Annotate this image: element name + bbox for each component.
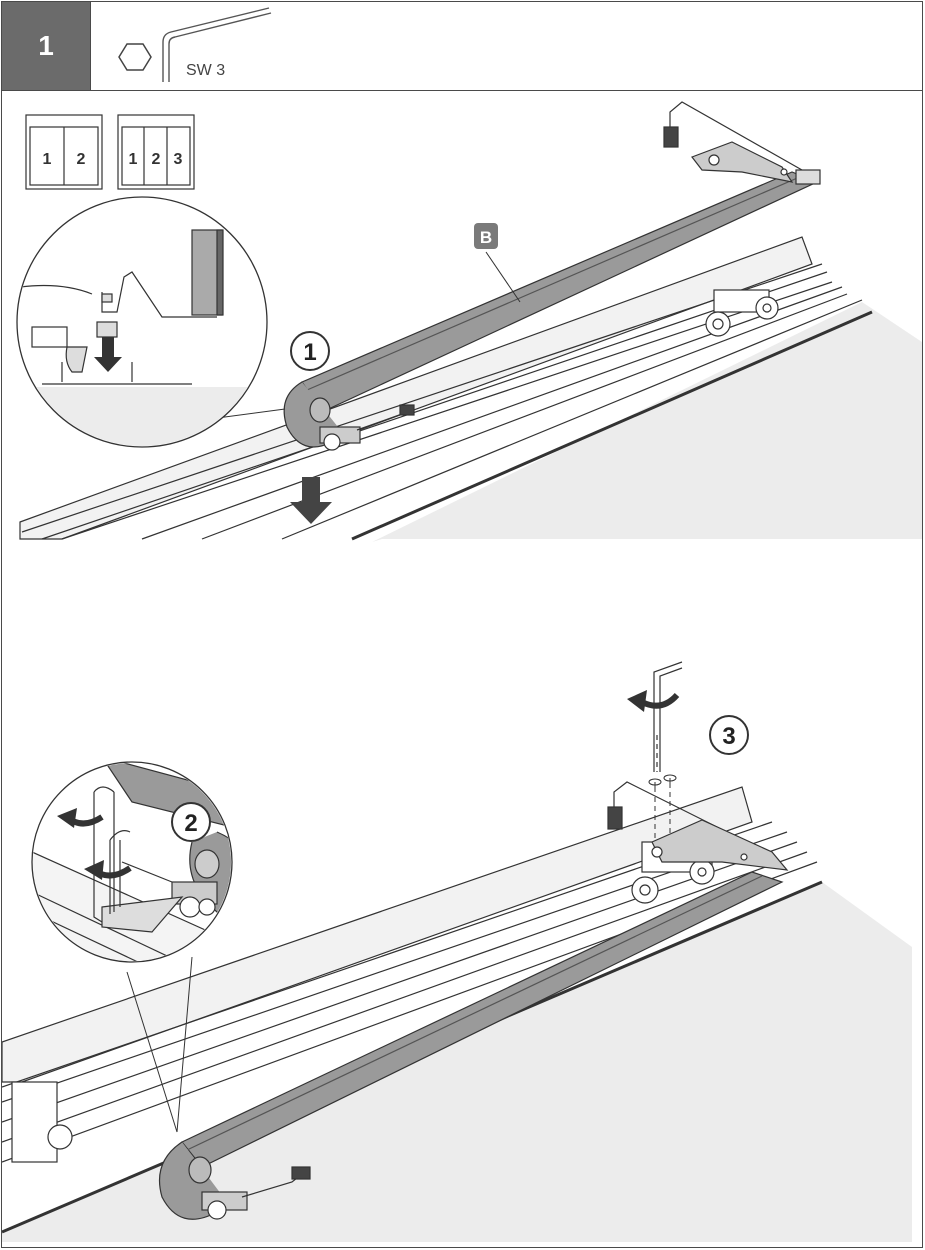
step-header: 1 SW 3 bbox=[2, 2, 922, 91]
tools-graphic bbox=[118, 7, 272, 82]
down-arrow-icon bbox=[290, 477, 332, 524]
part-label-b: B bbox=[474, 223, 521, 303]
allen-key-icon bbox=[162, 7, 272, 82]
magnifier-down-arrow-icon bbox=[94, 337, 122, 372]
part-label-b-text: B bbox=[480, 228, 492, 247]
top-carriage bbox=[705, 289, 779, 337]
bottom-bracket bbox=[607, 781, 789, 871]
rotate-arrow-2b-icon bbox=[84, 860, 132, 880]
two-panel-label-2: 2 bbox=[77, 151, 86, 168]
step-3-text: 3 bbox=[722, 723, 735, 750]
step-3-callout: 3 bbox=[709, 715, 749, 755]
three-panel-label-2: 2 bbox=[152, 151, 161, 168]
step-2-callout: 2 bbox=[171, 802, 211, 842]
three-panel-label-3: 3 bbox=[174, 151, 183, 168]
three-panel-label-1: 1 bbox=[129, 151, 138, 168]
bottom-rail bbox=[158, 871, 784, 1220]
allen-key-3-icon bbox=[653, 661, 683, 772]
three-panel-icon: 1 2 3 bbox=[117, 114, 195, 190]
tool-area: SW 3 bbox=[90, 2, 923, 90]
step-2-text: 2 bbox=[184, 810, 197, 837]
two-panel-label-1: 1 bbox=[43, 151, 52, 168]
screws bbox=[648, 774, 677, 842]
bottom-detail-magnifier: 2 bbox=[31, 761, 233, 1133]
two-panel-icon: 1 2 bbox=[25, 114, 103, 190]
top-rail bbox=[283, 171, 819, 451]
top-bracket bbox=[663, 101, 821, 185]
top-scene: B 1 bbox=[16, 101, 922, 542]
rotate-arrow-3-icon bbox=[627, 690, 680, 712]
top-detail-magnifier bbox=[16, 196, 286, 448]
step-number: 1 bbox=[2, 2, 90, 90]
rotate-arrow-2a-icon bbox=[57, 808, 104, 828]
step-1-text: 1 bbox=[303, 339, 316, 366]
top-floor-panel bbox=[372, 302, 922, 542]
bottom-scene: 3 bbox=[2, 661, 912, 1242]
tool-size-label: SW 3 bbox=[186, 62, 226, 79]
step-1-callout: 1 bbox=[290, 331, 330, 371]
hexagon-icon bbox=[118, 43, 152, 71]
